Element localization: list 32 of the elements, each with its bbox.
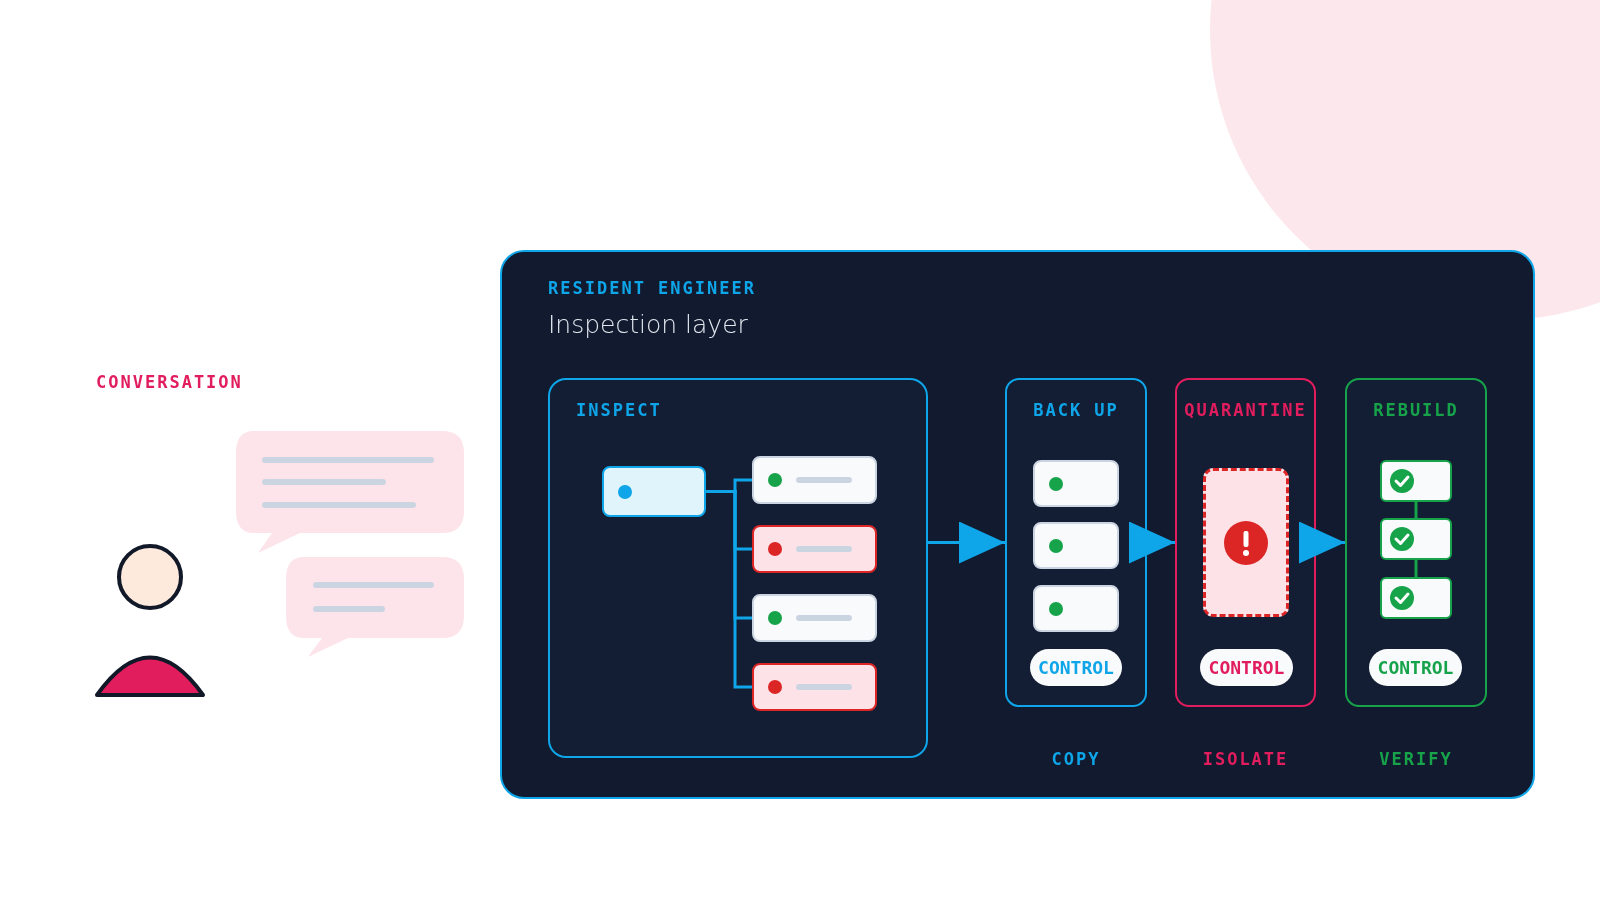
list-item-card [1033,585,1119,632]
connector-line [1414,502,1418,518]
control-label: CONTROL [1200,649,1293,686]
list-item-card [752,456,877,504]
list-item-card [752,594,877,642]
quarantined-item-card [1203,468,1289,617]
verified-item-card [1380,577,1452,619]
connector-line [1414,560,1418,577]
stage-title: BACK UP [1032,400,1120,420]
list-item-card [1033,522,1119,569]
verified-item-card [1380,460,1452,502]
stage-caption: COPY [1050,749,1102,769]
panel-subtitle: Inspection layer [548,310,749,339]
list-item-card [602,466,706,517]
layer-panel [500,250,1535,799]
stage-caption: ISOLATE [1201,749,1290,769]
stage-title: REBUILD [1372,400,1460,420]
control-label: CONTROL [1030,649,1122,686]
control-label: CONTROL [1369,649,1462,686]
arrow [1129,521,1175,564]
arrow [1299,521,1345,564]
stage-panel [548,378,928,758]
stage-title: QUARANTINE [1183,400,1308,420]
list-item-card [752,525,877,573]
arrow [928,521,1005,564]
list-item-card [1033,460,1119,507]
panel-heading: RESIDENT ENGINEER [548,278,757,298]
section-label: CONVERSATION [96,372,243,392]
list-item-card [752,663,877,711]
stage-title: INSPECT [576,400,663,420]
verified-item-card [1380,518,1452,560]
stage-caption: VERIFY [1378,749,1454,769]
